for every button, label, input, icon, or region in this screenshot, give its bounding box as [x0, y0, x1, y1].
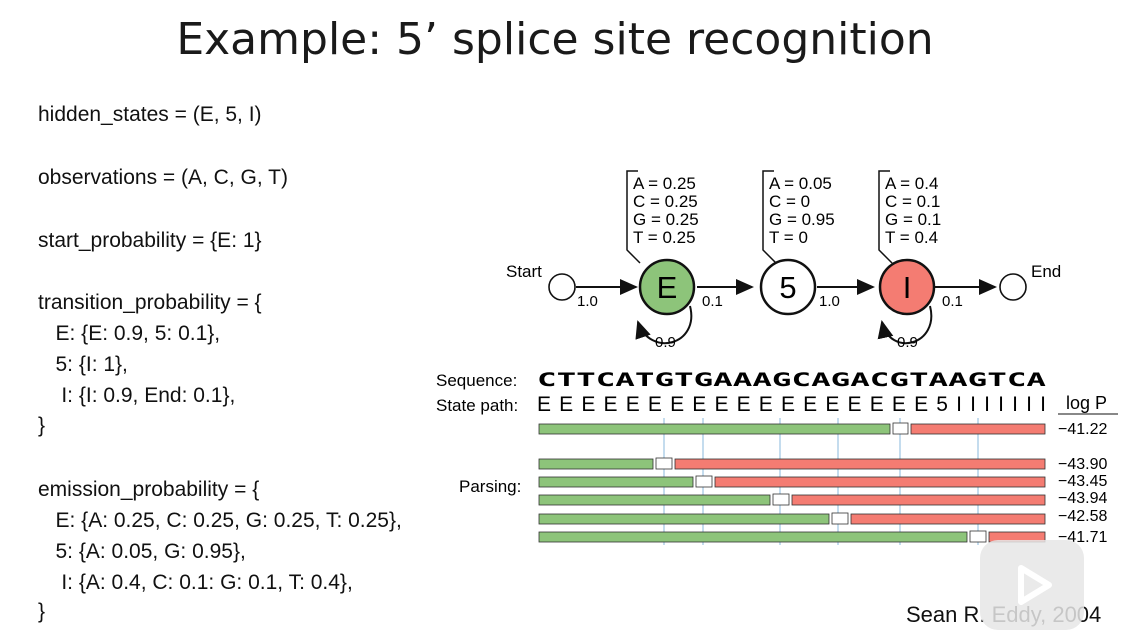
- emission-i-a: A = 0.4: [885, 174, 938, 193]
- emission-5-g: G = 0.95: [769, 210, 835, 229]
- emission-e-a: A = 0.25: [633, 174, 696, 193]
- sequence-label: Sequence:: [436, 371, 517, 390]
- state-label-i: I: [903, 270, 912, 305]
- play-icon: [1018, 565, 1052, 605]
- prob-start-to-e: 1.0: [577, 293, 598, 310]
- code-line-emission-e: E: {A: 0.25, C: 0.25, G: 0.25, T: 0.25},: [38, 509, 402, 532]
- self-loop-i: [877, 305, 933, 345]
- state-label-e: E: [657, 270, 678, 305]
- emission-i-t: T = 0.4: [885, 228, 938, 247]
- parse-bar-5: [538, 530, 1046, 543]
- end-node: [999, 273, 1027, 301]
- best-path-bar: [538, 422, 1046, 435]
- code-line-transition-close: }: [38, 414, 46, 437]
- parsing-label: Parsing:: [459, 477, 521, 496]
- prob-i-self: 0.9: [897, 334, 918, 351]
- parse-bar-1: [538, 457, 1046, 470]
- start-node: [548, 273, 576, 301]
- state-path-text: EEEEEEEEEEEEEEEEEE5IIIIIII: [537, 393, 1046, 416]
- code-line-transition-e: E: {E: 0.9, 5: 0.1},: [38, 322, 221, 345]
- emission-e-t: T = 0.25: [633, 228, 696, 247]
- emission-5-a: A = 0.05: [769, 174, 832, 193]
- prob-i-to-end: 0.1: [942, 293, 963, 310]
- emission-5-t: T = 0: [769, 228, 808, 247]
- code-line-hidden-states: hidden_states = (E, 5, I): [38, 103, 262, 126]
- state-label-5: 5: [779, 270, 796, 305]
- state-path-label: State path:: [436, 396, 518, 415]
- state-node-5: [759, 258, 817, 316]
- code-line-start-probability: start_probability = {E: 1}: [38, 229, 262, 252]
- parse-score-4: −42.58: [1058, 508, 1107, 525]
- emission-box-i: A = 0.4 C = 0.1 G = 0.1 T = 0.4: [878, 170, 941, 264]
- emission-5-c: C = 0: [769, 192, 810, 211]
- video-play-button[interactable]: [980, 540, 1084, 630]
- code-line-emission-close: }: [38, 600, 46, 623]
- parse-score-3: −43.94: [1058, 490, 1107, 507]
- start-label: Start: [506, 262, 542, 281]
- emission-i-g: G = 0.1: [885, 210, 941, 229]
- end-label: End: [1031, 262, 1061, 281]
- parse-score-2: −43.45: [1058, 473, 1107, 490]
- prob-5-to-i: 1.0: [819, 293, 840, 310]
- state-node-e: [638, 258, 696, 316]
- code-line-observations: observations = (A, C, G, T): [38, 166, 288, 189]
- state-node-i: [878, 258, 936, 316]
- log-p-label: log P: [1066, 393, 1107, 413]
- code-line-transition-i: I: {I: 0.9, End: 0.1},: [38, 384, 236, 407]
- parse-bar-4: [538, 512, 1046, 525]
- best-path-score: −41.22: [1058, 421, 1107, 438]
- self-loop-e: [635, 305, 693, 345]
- parse-bar-2: [538, 475, 1046, 488]
- emission-box-e: A = 0.25 C = 0.25 G = 0.25 T = 0.25: [626, 170, 699, 264]
- slide-title: Example: 5’ splice site recognition: [176, 14, 934, 65]
- code-line-emission-i: I: {A: 0.4, C: 0.1: G: 0.1, T: 0.4},: [38, 571, 353, 594]
- code-line-emission-5: 5: {A: 0.05, G: 0.95},: [38, 540, 246, 563]
- prob-e-self: 0.9: [655, 334, 676, 351]
- emission-e-g: G = 0.25: [633, 210, 699, 229]
- parse-score-1: −43.90: [1058, 456, 1107, 473]
- emission-i-c: C = 0.1: [885, 192, 940, 211]
- prob-e-to-5: 0.1: [702, 293, 723, 310]
- sequence-text: CTTCATGTGAAAGCAGACGTAAGTCA: [537, 369, 1047, 391]
- emission-box-5: A = 0.05 C = 0 G = 0.95 T = 0: [762, 170, 835, 264]
- code-line-emission-open: emission_probability = {: [38, 478, 260, 501]
- emission-e-c: C = 0.25: [633, 192, 698, 211]
- code-line-transition-5: 5: {I: 1},: [38, 353, 128, 376]
- parse-bar-3: [538, 493, 1046, 506]
- code-line-transition-open: transition_probability = {: [38, 291, 262, 314]
